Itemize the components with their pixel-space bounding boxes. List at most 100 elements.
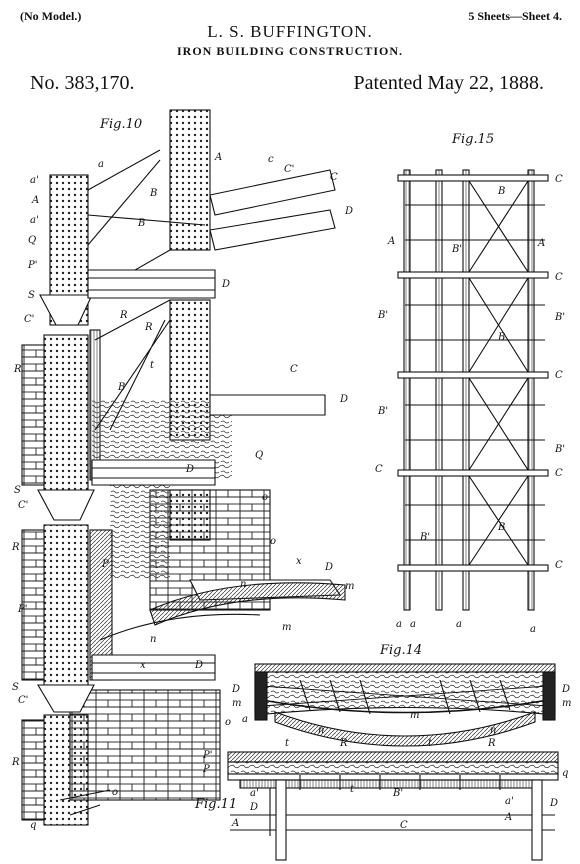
svg-text:c: c [268,154,274,165]
svg-text:B': B' [554,312,565,323]
svg-text:D: D [194,660,203,671]
svg-text:C': C' [18,500,28,511]
svg-text:C: C [375,464,383,475]
column-joint-2 [37,489,95,521]
svg-text:m: m [562,698,571,709]
fig10-labels: a a' A a' Q P' S C' R S C' R P' S C' R q… [11,152,354,831]
sheet-number: 5 Sheets—Sheet 4. [468,9,562,23]
svg-text:S: S [14,485,21,496]
brick-facing-upper [21,344,45,486]
svg-text:P': P' [27,260,37,271]
svg-text:n: n [318,725,324,736]
svg-text:x: x [140,660,146,671]
svg-text:a: a [242,714,248,725]
svg-text:D: D [249,802,258,813]
svg-text:B: B [497,332,505,343]
svg-text:D: D [561,684,570,695]
svg-text:a: a [456,619,462,630]
svg-text:A: A [387,236,395,247]
svg-text:B: B [117,382,125,393]
column-right-upper [169,109,211,251]
svg-text:P': P' [202,750,212,761]
figure-10-drawing [21,109,346,826]
svg-text:m: m [345,581,354,592]
svg-text:C': C' [284,164,294,175]
svg-text:B': B' [377,406,388,417]
svg-text:R: R [119,310,128,321]
svg-text:C: C [555,370,563,381]
svg-text:B': B' [377,310,388,321]
svg-text:C': C' [18,695,28,706]
fig10-bracing-middle [94,299,171,431]
svg-text:B: B [137,218,145,229]
svg-text:m: m [232,698,241,709]
svg-text:o: o [270,536,276,547]
svg-text:R: R [144,322,153,333]
svg-text:C: C [555,272,563,283]
svg-text:B': B' [554,444,565,455]
column-right-middle [169,299,211,441]
svg-text:C': C' [24,314,34,325]
svg-text:C: C [555,174,563,185]
svg-text:o: o [262,492,268,503]
svg-text:A: A [214,152,222,163]
svg-text:D: D [549,798,558,809]
svg-text:B: B [497,522,505,533]
column-left-section-4 [43,714,89,826]
wire-mesh-upper [89,329,101,481]
fig15-labels: C B A B' A C B' B' B C B' B' C C B B' C … [375,174,565,635]
svg-text:a': a' [505,796,514,807]
column-joint-3 [37,684,95,713]
svg-text:a: a [396,619,402,630]
svg-text:D: D [231,684,240,695]
svg-text:n: n [150,634,156,645]
svg-text:S: S [28,290,35,301]
svg-text:a': a' [30,215,39,226]
svg-text:a: a [410,619,416,630]
patent-subtitle: IRON BUILDING CONSTRUCTION. [176,44,404,58]
svg-text:t: t [285,738,290,749]
inventor-name: L. S. BUFFINGTON. [207,22,373,41]
column-joint-1 [39,294,93,326]
svg-text:S: S [12,682,19,693]
fig10-title: Fig.10 [99,117,142,132]
svg-text:D: D [344,206,353,217]
figure-11-drawing [227,751,559,861]
svg-text:a: a [98,159,104,170]
svg-text:q: q [30,820,36,831]
brick-facing-lower [21,719,45,821]
svg-text:Q: Q [28,235,36,246]
patent-date: Patented May 22, 1888. [353,72,544,94]
brick-wall-lower [69,689,221,801]
svg-text:q: q [562,768,568,779]
svg-text:t: t [428,738,433,749]
fig15-title: Fig.15 [451,132,494,147]
no-model-note: (No Model.) [20,9,82,23]
svg-text:a': a' [250,788,259,799]
svg-text:R: R [339,738,348,749]
column-left-section-2 [43,334,89,496]
brick-facing-middle [21,529,45,681]
svg-text:A: A [504,812,512,823]
svg-text:P: P [202,764,210,775]
svg-text:m: m [410,710,419,721]
svg-text:P': P' [17,604,27,615]
svg-text:B: B [149,188,157,199]
svg-text:R: R [13,364,22,375]
fig14-title: Fig.14 [379,643,422,658]
svg-text:D: D [324,562,333,573]
fig10-arched-floor [149,582,346,626]
svg-text:a': a' [30,175,39,186]
svg-text:A: A [231,818,239,829]
concrete-fill-middle [110,480,170,580]
svg-text:x: x [296,556,302,567]
svg-text:C: C [330,172,338,183]
figure-14-drawing [254,663,556,747]
svg-text:t: t [350,784,355,795]
column-left-section-3 [43,524,89,686]
figure-15-drawing [397,169,549,611]
svg-text:P: P [101,559,109,570]
svg-text:C: C [400,820,408,831]
svg-text:A: A [31,195,39,206]
